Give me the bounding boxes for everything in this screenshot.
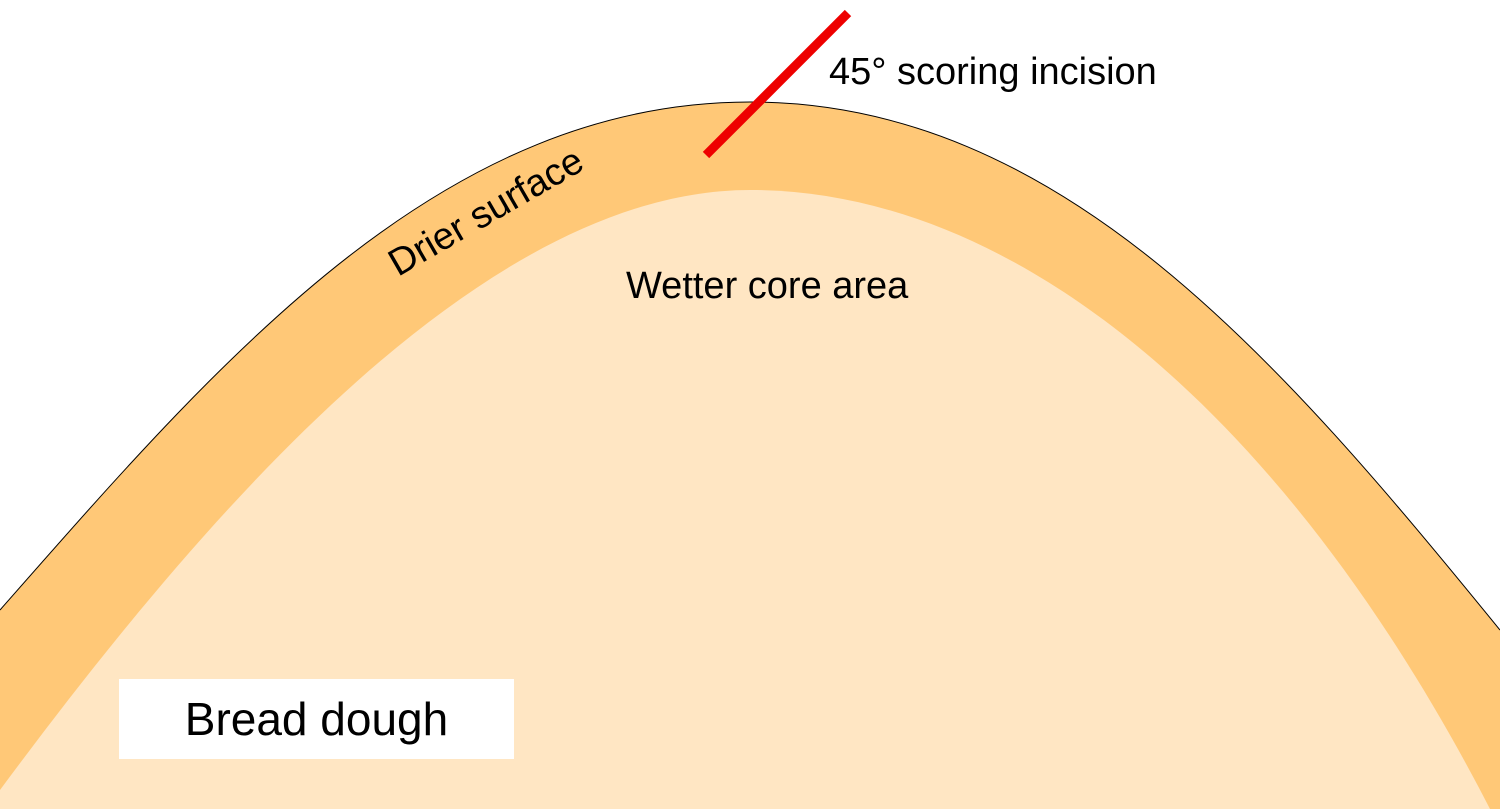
incision-label: 45° scoring incision (829, 51, 1157, 93)
wetter-core-region (0, 190, 1490, 809)
dough-outline (0, 101, 1500, 631)
bread-dough-label: Bread dough (184, 693, 449, 745)
scoring-incision-line (702, 9, 852, 159)
wetter-core-label: Wetter core area (626, 265, 909, 307)
bread-dough-label-box: Bread dough (119, 679, 514, 759)
